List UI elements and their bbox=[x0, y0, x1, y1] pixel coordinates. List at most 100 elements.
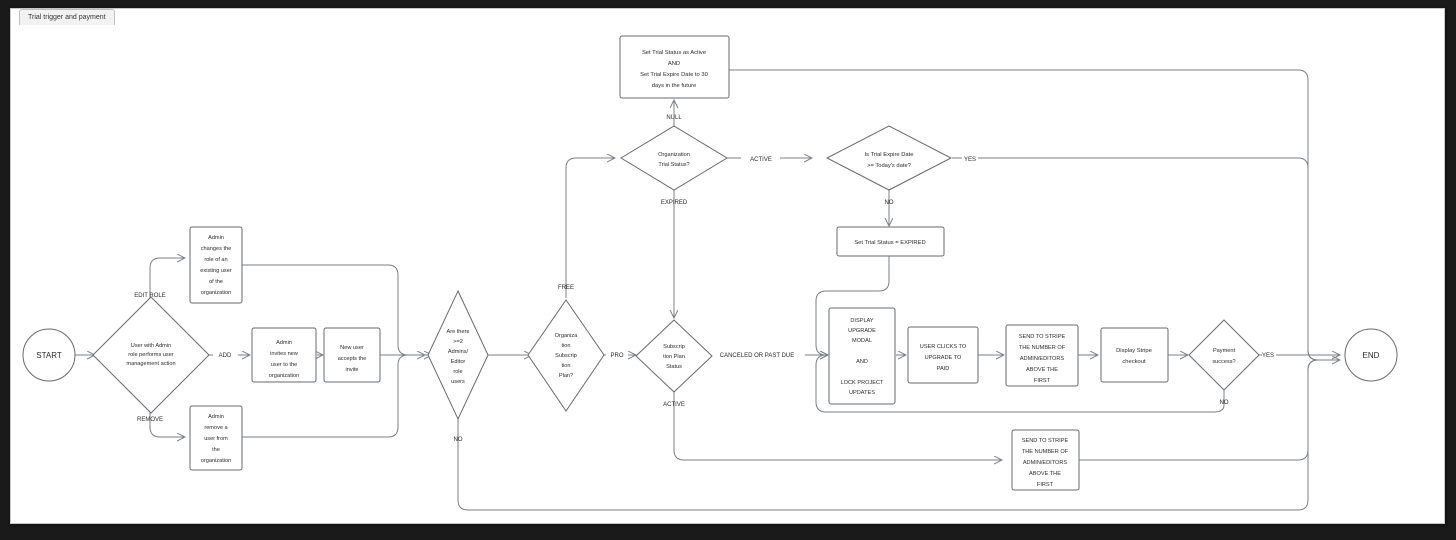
node-expirecheck-line2: >= Today's date? bbox=[867, 163, 912, 169]
node-start-label: START bbox=[36, 351, 62, 360]
edge-label-pro: PRO bbox=[610, 353, 623, 359]
node-user-clicks-upgrade[interactable]: USER CLICKS TO UPGRADE TO PAID bbox=[907, 326, 979, 384]
edge-editrole-merge bbox=[242, 264, 425, 355]
node-modal-line2: UPGRADE bbox=[848, 328, 876, 334]
node-plan-status[interactable]: Subscrip tion Plan Status bbox=[635, 319, 713, 393]
node-action-line3: management action bbox=[126, 361, 175, 367]
node-payment-line2: success? bbox=[1212, 359, 1235, 365]
node-editrole-line6: organization bbox=[201, 290, 231, 296]
node-set-status-expired[interactable]: Set Trial Status = EXPIRED bbox=[836, 226, 945, 257]
node-accept-line1: New user bbox=[340, 345, 364, 351]
edge-stripe2-end bbox=[1078, 359, 1340, 461]
node-set-trial-active[interactable]: Set Trial Status as Active AND Set Trial… bbox=[619, 35, 730, 99]
node-two-admins-check[interactable]: Are there >=2 Admins/ Editor role users bbox=[427, 289, 489, 421]
node-send-to-stripe-primary[interactable]: SEND TO STRIPE THE NUMBER OF ADMIN/EDITO… bbox=[1005, 324, 1079, 387]
node-twoadmins-line3: Admins/ bbox=[448, 349, 469, 355]
edge-label-free: FREE bbox=[558, 285, 574, 291]
node-trial-status[interactable]: Organization Trial Status? bbox=[620, 125, 728, 191]
edge-label-active-trial: ACTIVE bbox=[750, 157, 772, 163]
node-editrole-line2: changes the bbox=[201, 246, 231, 252]
node-settrial-line4: days in the future bbox=[652, 83, 696, 89]
node-invite-line3: user to the bbox=[271, 362, 297, 368]
edge-label-yes-payment: YES bbox=[1262, 353, 1274, 359]
node-twoadmins-line2: >=2 bbox=[453, 339, 463, 345]
node-stripe2-line4: ABOVE THE bbox=[1029, 471, 1061, 477]
node-admin-removes-user[interactable]: Admin remove a user from the organizatio… bbox=[189, 405, 243, 471]
node-expirecheck-line1: Is Trial Expire Date bbox=[865, 152, 914, 158]
edge-twoadmins-no-end bbox=[457, 360, 1340, 511]
node-upgrade-line1: USER CLICKS TO bbox=[920, 344, 967, 350]
node-payment-line1: Payment bbox=[1213, 348, 1236, 354]
node-modal-line5: AND bbox=[856, 359, 868, 365]
node-upgrade-line2: UPGRADE TO bbox=[925, 355, 962, 361]
edge-label-no-two-admins: NO bbox=[454, 437, 463, 443]
node-planstatus-line3: Status bbox=[666, 364, 682, 370]
node-stripe2-line5: FIRST bbox=[1037, 482, 1054, 488]
node-checkout-line1: Display Stripe bbox=[1116, 348, 1152, 354]
edge-label-yes-expire: YES bbox=[964, 157, 976, 163]
node-planstatus-line1: Subscrip bbox=[663, 344, 685, 350]
node-remove-line1: Admin bbox=[208, 414, 224, 420]
node-modal-line7: LOCK PROJECT bbox=[841, 380, 884, 386]
node-accept-line3: invite bbox=[345, 367, 358, 373]
node-stripe1-line4: ABOVE THE bbox=[1026, 367, 1058, 373]
node-editrole-line4: existing user bbox=[200, 268, 232, 274]
edge-remove-merge bbox=[242, 354, 425, 438]
node-modal-line8: UPDATES bbox=[849, 390, 875, 396]
node-stripe1-line5: FIRST bbox=[1034, 378, 1051, 384]
node-end-label: END bbox=[1363, 351, 1380, 360]
nodes: START User with Admin role performs user… bbox=[22, 35, 1398, 491]
node-remove-line2: remove a bbox=[204, 425, 228, 431]
node-invite-line4: organization bbox=[269, 373, 299, 379]
node-display-stripe-checkout[interactable]: Display Stripe checkout bbox=[1100, 327, 1169, 383]
edge-label-no-expire: NO bbox=[885, 200, 894, 206]
edge-label-canceled-past-due: CANCELED OR PAST DUE bbox=[720, 353, 794, 359]
edge-labels: EDIT ROLE ADD REMOVE NO FREE PRO NULL AC… bbox=[134, 115, 1274, 443]
edge-label-expired-trial: EXPIRED bbox=[661, 200, 688, 206]
edges bbox=[75, 69, 1340, 511]
edge-planstatus-active-stripe2 bbox=[673, 392, 1002, 460]
node-editrole-line5: of the bbox=[209, 279, 223, 285]
edge-expirecheck-yes-end bbox=[978, 157, 1340, 361]
node-user-management-action[interactable]: User with Admin role performs user manag… bbox=[92, 296, 210, 414]
diagram-tab[interactable]: Trial trigger and payment bbox=[19, 9, 115, 25]
edge-label-edit-role: EDIT ROLE bbox=[134, 293, 166, 299]
node-settrial-line1: Set Trial Status as Active bbox=[642, 50, 706, 56]
node-stripe2-line2: THE NUMBER OF bbox=[1022, 449, 1069, 455]
node-accept-line2: accepts the bbox=[338, 356, 367, 362]
node-admin-changes-role[interactable]: Admin changes the role of an existing us… bbox=[189, 226, 243, 304]
node-new-user-accepts[interactable]: New user accepts the invite bbox=[323, 327, 381, 383]
edge-plan-free-trial bbox=[565, 158, 615, 298]
node-plan-line4: tion bbox=[561, 363, 570, 369]
node-payment-success[interactable]: Payment success? bbox=[1188, 319, 1260, 391]
node-stripe1-line3: ADMIN/EDITORS bbox=[1020, 356, 1065, 362]
edge-settrial-end bbox=[729, 69, 1340, 361]
edge-action-remove bbox=[149, 398, 185, 437]
node-setexpired-label: Set Trial Status = EXPIRED bbox=[854, 240, 925, 246]
node-invite-line2: invites new bbox=[270, 351, 299, 357]
node-checkout-line2: checkout bbox=[1122, 359, 1146, 365]
node-editrole-line3: role of an bbox=[204, 257, 227, 263]
edge-label-active-plan: ACTIVE bbox=[663, 402, 685, 408]
node-modal-line3: MODAL bbox=[852, 338, 872, 344]
node-start[interactable]: START bbox=[22, 328, 76, 382]
node-send-to-stripe-secondary[interactable]: SEND TO STRIPE THE NUMBER OF ADMIN/EDITO… bbox=[1011, 429, 1080, 491]
node-remove-line5: organization bbox=[201, 458, 231, 464]
edge-label-add: ADD bbox=[219, 353, 232, 359]
node-trial-expire-check[interactable]: Is Trial Expire Date >= Today's date? bbox=[825, 125, 953, 191]
node-upgrade-line3: PAID bbox=[937, 366, 950, 372]
node-settrial-line3: Set Trial Expire Date to 30 bbox=[640, 72, 708, 78]
node-invite-line1: Admin bbox=[276, 340, 292, 346]
node-action-line1: User with Admin bbox=[131, 343, 171, 349]
node-plan-line1: Organiza bbox=[555, 333, 579, 339]
edge-payment-no-modal bbox=[815, 354, 1225, 413]
node-stripe2-line1: SEND TO STRIPE bbox=[1022, 438, 1069, 444]
node-subscription-plan[interactable]: Organiza tion Subscrip tion Plan? bbox=[527, 299, 605, 412]
node-trial-line2: Trial Status? bbox=[658, 162, 689, 168]
node-admin-invites-user[interactable]: Admin invites new user to the organizati… bbox=[251, 327, 317, 383]
node-editrole-line1: Admin bbox=[208, 235, 224, 241]
node-end[interactable]: END bbox=[1344, 328, 1398, 382]
node-upgrade-modal[interactable]: DISPLAY UPGRADE MODAL AND LOCK PROJECT U… bbox=[828, 307, 896, 405]
